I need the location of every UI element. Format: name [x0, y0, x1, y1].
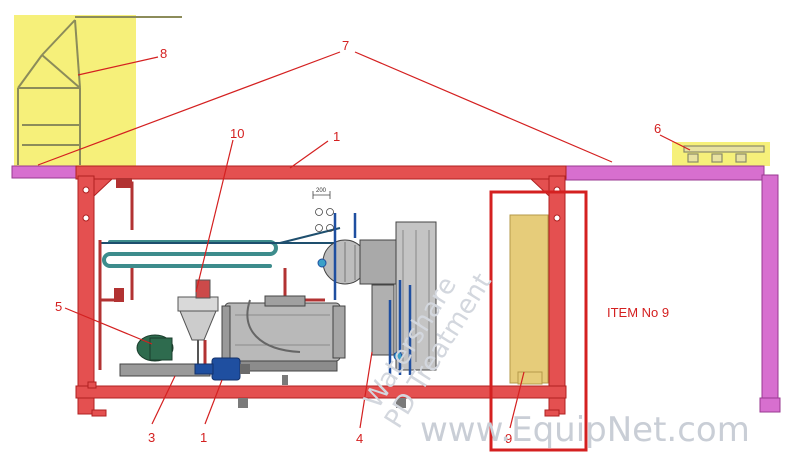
- process-pipe: [279, 227, 341, 244]
- valve: [116, 178, 132, 188]
- dimension-marks: [312, 191, 334, 232]
- callout-8: 8: [160, 46, 167, 61]
- callout-7: 7: [342, 38, 349, 53]
- cabinet-base: [517, 371, 543, 385]
- skid-frame: [75, 165, 567, 417]
- site-watermark: www.EquipNet.com: [420, 410, 750, 450]
- support-feet: [238, 375, 406, 408]
- callout-5: 5: [55, 299, 62, 314]
- pallet: [683, 145, 765, 163]
- callout-6: 6: [654, 121, 661, 136]
- item-9-highlight-box: [489, 190, 588, 452]
- heat-exchanger-coils: [102, 240, 278, 268]
- blower-unit: [322, 221, 437, 371]
- main-drum: [221, 295, 346, 372]
- left-magenta-beam: [11, 165, 77, 179]
- valve: [114, 288, 124, 302]
- blue-piping: [333, 213, 412, 375]
- mixing-tank: [177, 279, 219, 372]
- callout-10: 10: [230, 126, 244, 141]
- right-magenta-foot: [759, 397, 781, 413]
- callout-1-top: 1: [333, 129, 340, 144]
- callout-3: 3: [148, 430, 155, 445]
- lifting-frame: [17, 16, 182, 165]
- callout-4: 4: [356, 431, 363, 446]
- right-magenta-beam: [565, 165, 765, 181]
- right-magenta-column: [761, 174, 779, 404]
- item-9-label: ITEM No 9: [607, 305, 669, 320]
- frame-bolt: [82, 214, 90, 222]
- lifting-frame-highlight: [14, 15, 136, 167]
- leader-lines: [37, 51, 691, 429]
- frame-bolt: [82, 186, 90, 194]
- dimension-label: 200: [316, 188, 327, 194]
- pressure-gauge: [393, 351, 403, 361]
- pressure-gauge: [317, 258, 327, 268]
- frame-bolt: [553, 214, 561, 222]
- callout-1-bottom: 1: [200, 430, 207, 445]
- callout-9: 9: [505, 431, 512, 446]
- cabinet-item-9: [509, 214, 549, 384]
